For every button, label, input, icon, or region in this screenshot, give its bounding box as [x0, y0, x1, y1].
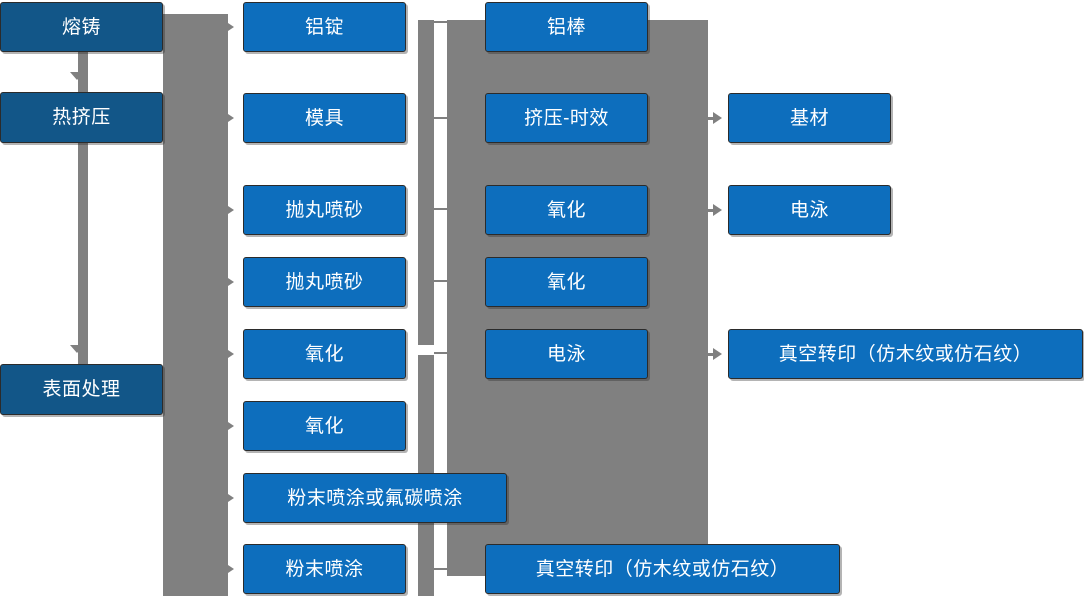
product-box-electrophoresis[interactable]: 电泳 [728, 185, 891, 235]
connector-bar-process-a-left [418, 20, 434, 345]
product-box-vacuum-transfer-print[interactable]: 真空转印（仿木纹或仿石纹） [728, 329, 1083, 379]
process-a-box-mold-label: 模具 [304, 107, 344, 129]
arrow-to-aluminum-ingot [225, 21, 234, 33]
process-b-box-vacuum-transfer-print[interactable]: 真空转印（仿木纹或仿石纹） [485, 544, 840, 594]
process-b-box-oxidation-2[interactable]: 氧化 [485, 257, 648, 307]
connector-stub-row-2 [434, 117, 458, 119]
process-b-box-oxidation-2-label: 氧化 [546, 271, 586, 293]
arrow-to-powder-coating [225, 563, 234, 575]
process-a-box-shot-blasting-2-label: 抛丸喷砂 [285, 271, 364, 293]
connector-trunk-stage-to-process-a [163, 14, 228, 596]
stage-box-hot-extrusion-label: 热挤压 [52, 107, 111, 128]
stage-box-surface-treatment-label: 表面处理 [42, 379, 121, 400]
process-b-box-electrophoresis[interactable]: 电泳 [485, 329, 648, 379]
process-a-box-shot-blasting-1-label: 抛丸喷砂 [285, 199, 364, 221]
stage-box-melting-casting[interactable]: 熔铸 [0, 2, 163, 52]
arrow-to-shot-blasting-1 [225, 204, 234, 216]
process-a-box-aluminum-ingot-label: 铝锭 [304, 16, 344, 38]
process-b-box-extrusion-aging[interactable]: 挤压-时效 [485, 93, 648, 143]
process-b-box-aluminum-bar[interactable]: 铝棒 [485, 2, 648, 52]
arrow-to-substrate [713, 112, 722, 124]
arrow-to-mold [225, 112, 234, 124]
process-b-box-extrusion-aging-label: 挤压-时效 [524, 107, 609, 129]
stage-box-hot-extrusion[interactable]: 热挤压 [0, 92, 163, 143]
connector-stub-surface-treatment [163, 389, 193, 391]
connector-stub-row-4 [434, 280, 458, 282]
process-a-box-shot-blasting-2[interactable]: 抛丸喷砂 [243, 257, 406, 307]
arrow-to-oxidation-a1 [225, 348, 234, 360]
arrow-to-oxidation-a2 [225, 420, 234, 432]
connector-stub-row-5 [434, 352, 458, 354]
arrow-to-electrophoresis [713, 204, 722, 216]
process-a-box-powder-coating-label: 粉末喷涂 [285, 558, 364, 580]
arrow-line-to-electrophoresis [704, 209, 718, 212]
process-a-box-mold[interactable]: 模具 [243, 93, 406, 143]
product-box-substrate[interactable]: 基材 [728, 93, 891, 143]
process-b-box-oxidation-1[interactable]: 氧化 [485, 185, 648, 235]
arrow-line-to-vacuum-transfer [704, 353, 718, 356]
process-a-box-powder-or-fluorocarbon-coating-label: 粉末喷涂或氟碳喷涂 [287, 487, 463, 509]
product-box-electrophoresis-label: 电泳 [789, 199, 829, 221]
process-a-box-powder-or-fluorocarbon-coating[interactable]: 粉末喷涂或氟碳喷涂 [243, 473, 507, 523]
process-a-box-powder-coating[interactable]: 粉末喷涂 [243, 544, 406, 594]
connector-stub-row-1 [434, 21, 458, 23]
process-b-box-electrophoresis-label: 电泳 [546, 343, 586, 365]
process-a-box-aluminum-ingot[interactable]: 铝锭 [243, 2, 406, 52]
arrow-to-powder-or-fluorocarbon [225, 492, 234, 504]
connector-stub-row-6 [434, 568, 458, 570]
arrow-down-to-hot-extrusion [70, 72, 84, 80]
process-a-box-oxidation-1[interactable]: 氧化 [243, 329, 406, 379]
connector-notch-top [163, 0, 228, 14]
process-a-box-oxidation-1-label: 氧化 [304, 343, 344, 365]
process-b-box-oxidation-1-label: 氧化 [546, 199, 586, 221]
arrow-to-vacuum-transfer [713, 348, 722, 360]
product-box-vacuum-transfer-print-label: 真空转印（仿木纹或仿石纹） [778, 343, 1033, 365]
connector-spine-stage-column [78, 44, 88, 374]
process-b-box-vacuum-transfer-print-label: 真空转印（仿木纹或仿石纹） [535, 558, 790, 580]
stage-box-surface-treatment[interactable]: 表面处理 [0, 364, 163, 415]
arrow-line-to-substrate [704, 117, 718, 120]
process-a-box-oxidation-2-label: 氧化 [304, 415, 344, 437]
process-a-box-oxidation-2[interactable]: 氧化 [243, 401, 406, 451]
connector-stub-row-3 [434, 208, 458, 210]
stage-box-melting-casting-label: 熔铸 [61, 16, 101, 38]
process-b-box-aluminum-bar-label: 铝棒 [546, 16, 586, 38]
arrow-down-to-surface-treatment [70, 345, 84, 353]
product-box-substrate-label: 基材 [789, 107, 829, 129]
process-a-box-shot-blasting-1[interactable]: 抛丸喷砂 [243, 185, 406, 235]
arrow-to-shot-blasting-2 [225, 276, 234, 288]
